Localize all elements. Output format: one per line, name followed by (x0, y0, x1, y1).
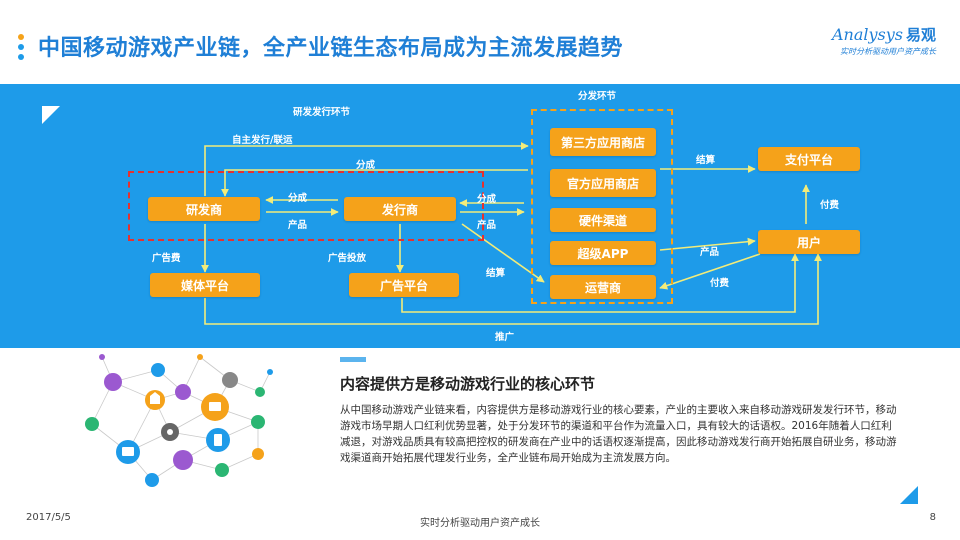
gear-icon (251, 415, 265, 429)
label-promotion: 推广 (495, 332, 515, 343)
page-number: 8 (929, 512, 936, 523)
node-developer: 研发商 (148, 197, 260, 221)
label-share-pub-dist: 分成 (477, 194, 497, 205)
label-share-top: 分成 (356, 160, 376, 171)
node-user: 用户 (758, 230, 860, 254)
label-ad-placement: 广告投放 (328, 253, 367, 264)
section-label-dev-publish: 研发发行环节 (293, 107, 351, 118)
cart-icon (145, 473, 159, 487)
chat-icon (151, 363, 165, 377)
star-icon (85, 417, 99, 431)
industry-chain-diagram: 研发发行环节 分发环节 研发商 发行商 媒体平台 广告平台 第三方应用商店 官方… (0, 84, 960, 348)
node-super-app: 超级APP (550, 241, 656, 265)
corner-triangle-decoration (42, 106, 60, 124)
distribution-group-box (531, 109, 673, 304)
label-self-publish: 自主发行/联运 (232, 135, 293, 146)
footer-date: 2017/5/5 (26, 512, 71, 523)
node-ad-platform: 广告平台 (349, 273, 459, 297)
headphones-icon (173, 450, 193, 470)
logo-text: Analysys (831, 25, 903, 44)
node-payment-platform: 支付平台 (758, 147, 860, 171)
label-pay-right: 付费 (820, 200, 840, 211)
dev-publish-group-box (128, 171, 484, 241)
location-icon (252, 448, 264, 460)
title-dot-blue-2 (18, 54, 24, 60)
logo-tagline: 实时分析驱动用户资产成长 (840, 47, 936, 56)
section-label-distribution: 分发环节 (578, 91, 617, 102)
logo-cn: 易观 (905, 26, 936, 44)
content-heading: 内容提供方是移动游戏行业的核心环节 (340, 375, 596, 393)
label-product-user: 产品 (700, 247, 720, 258)
title-decoration (18, 34, 24, 64)
footer-tagline: 实时分析驱动用户资产成长 (420, 518, 540, 529)
mail-icon (222, 372, 238, 388)
heading-accent-bar (340, 357, 366, 362)
label-settlement-right: 结算 (696, 155, 716, 166)
content-body: 从中国移动游戏产业链来看，内容提供方是移动游戏行业的核心要素，产业的主要收入来自… (340, 404, 897, 464)
label-ad-fee: 广告费 (152, 253, 181, 264)
node-hardware-channel: 硬件渠道 (550, 208, 656, 232)
node-publisher: 发行商 (344, 197, 456, 221)
node-official-store: 官方应用商店 (550, 169, 656, 197)
wechat-icon (215, 463, 229, 477)
label-product-dev-pub: 产品 (288, 220, 308, 231)
node-media-platform: 媒体平台 (150, 273, 260, 297)
bottom-corner-decoration (900, 486, 918, 504)
music-icon (175, 384, 191, 400)
page-title: 中国移动游戏产业链，全产业链生态布局成为主流发展趋势 (38, 36, 624, 61)
label-pay-bottom: 付费 (710, 278, 730, 289)
title-dot-blue (18, 44, 24, 50)
title-dot-orange (18, 34, 24, 40)
label-share-dev-pub: 分成 (288, 193, 308, 204)
node-third-party-store: 第三方应用商店 (550, 128, 656, 156)
label-product-pub-dist: 产品 (477, 220, 497, 231)
play-icon (255, 387, 265, 397)
node-operator: 运营商 (550, 275, 656, 299)
bag-icon (104, 373, 122, 391)
network-icons (85, 354, 273, 487)
diagram-connectors (201, 142, 822, 325)
label-settlement-left: 结算 (486, 268, 506, 279)
network-illustration (85, 354, 273, 487)
